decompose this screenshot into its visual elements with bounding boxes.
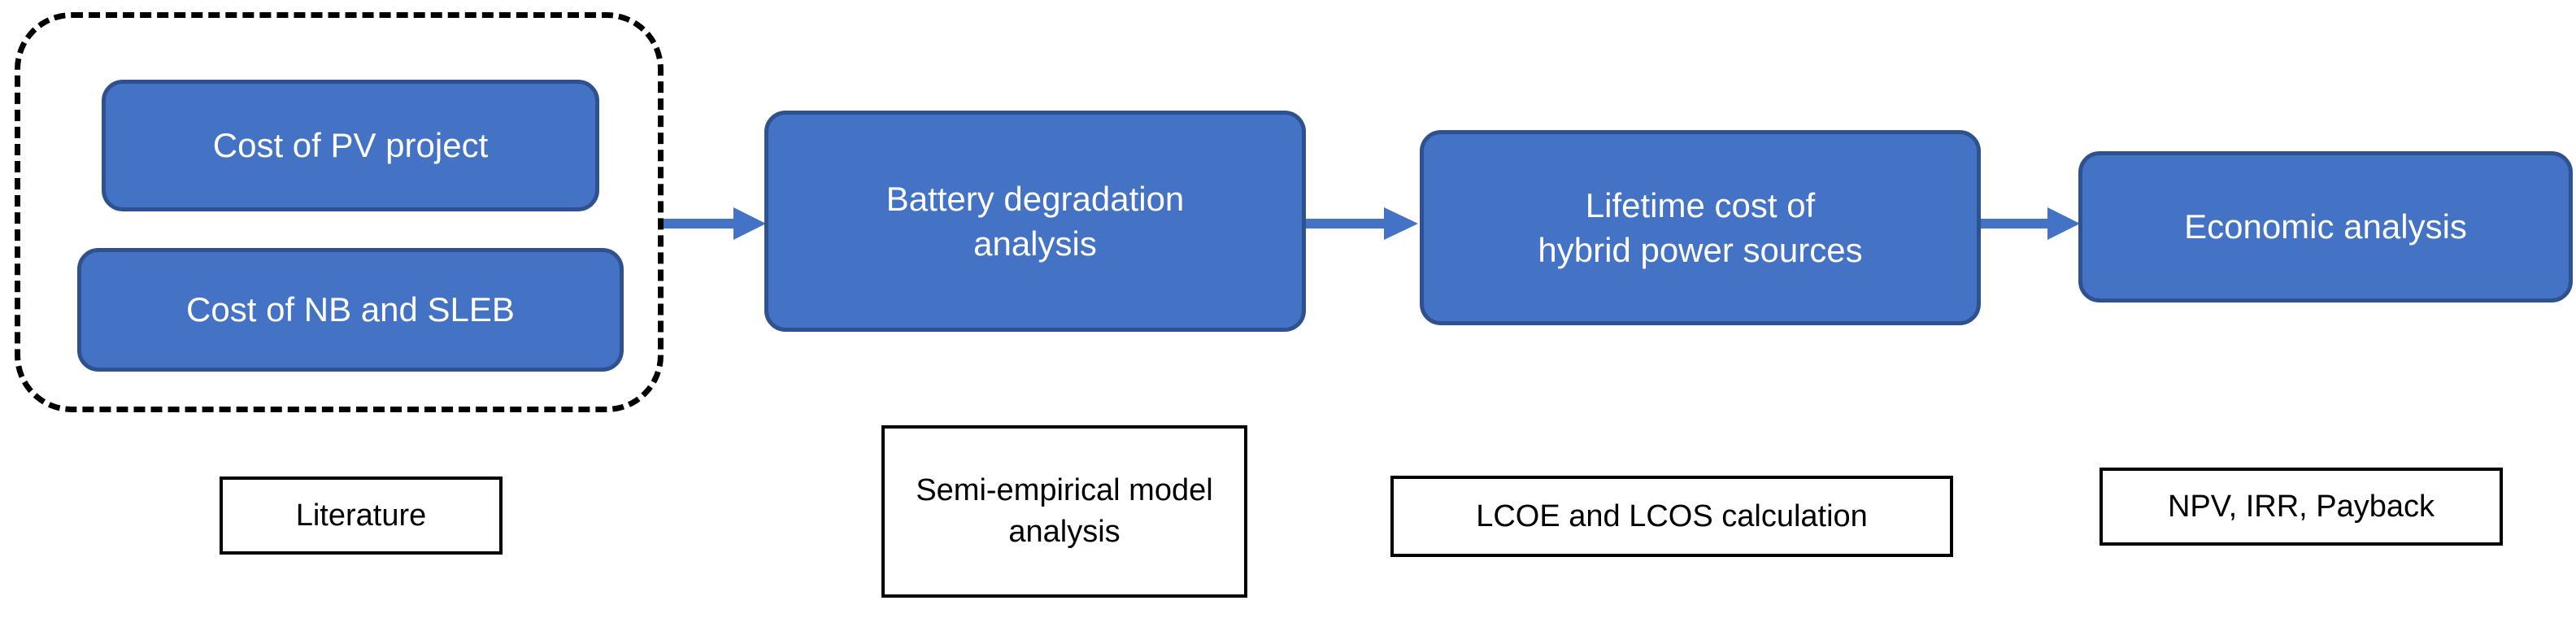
annotation-box-literature-line-1: Literature [295,498,427,533]
annotation-box-semi-empirical-line-2: model analysis [1008,473,1213,549]
annotation-box-lcoe-line-1: LCOE and LCOS calculation [1476,498,1868,533]
process-box-cost-of-nb-and-sleb-line-1: Cost of NB and SLEB [186,290,515,329]
process-box-lifetime-cost-line-1: Lifetime cost of [1585,185,1816,224]
process-box-battery-degradation-analysis-line-1: Battery degradation [886,179,1185,218]
process-box-cost-of-pv-project[interactable]: Cost of PV project [102,80,599,211]
annotation-box-lcoe-and-lcos-calculation[interactable]: LCOE and LCOS calculation [1390,476,1953,557]
process-box-cost-of-nb-and-sleb[interactable]: Cost of NB and SLEB [77,248,624,372]
process-box-battery-degradation-analysis[interactable]: Battery degradation analysis [764,111,1306,332]
annotation-box-npv-line-1: NPV, IRR, Payback [2167,489,2435,524]
process-box-economic-analysis-line-1: Economic analysis [2184,207,2467,246]
process-box-cost-of-pv-project-line-1: Cost of PV project [212,126,489,165]
arrow-inputs-to-battery [664,205,768,242]
inputs-group-dashed-container [15,12,664,412]
annotation-box-literature[interactable]: Literature [220,477,503,555]
annotation-box-semi-empirical-model-analysis[interactable]: Semi-empirical model analysis [881,425,1247,598]
process-box-lifetime-cost-of-hybrid-power-sources[interactable]: Lifetime cost of hybrid power sources [1420,130,1981,325]
arrow-battery-to-lifetime [1306,205,1420,242]
process-box-lifetime-cost-line-2: hybrid power sources [1538,231,1863,269]
annotation-box-npv-irr-payback[interactable]: NPV, IRR, Payback [2100,468,2503,546]
process-box-battery-degradation-analysis-line-2: analysis [973,224,1097,263]
arrow-lifetime-to-economic [1981,205,2082,242]
annotation-box-semi-empirical-line-1: Semi-empirical [916,473,1120,508]
process-box-economic-analysis[interactable]: Economic analysis [2078,151,2573,302]
